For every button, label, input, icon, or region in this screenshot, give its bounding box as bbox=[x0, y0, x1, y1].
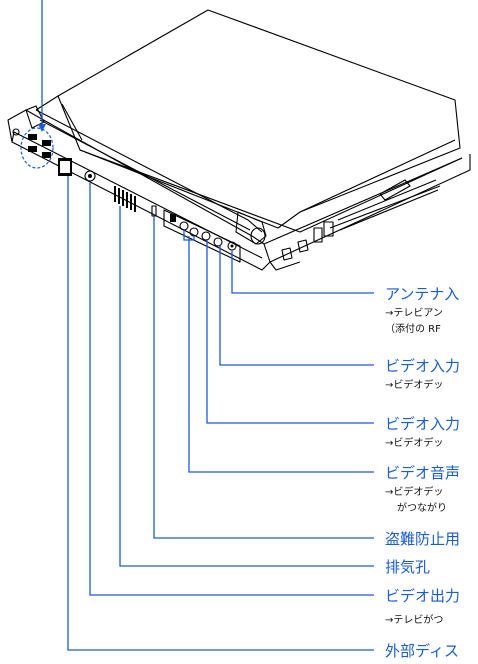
usb-port-4 bbox=[42, 152, 51, 158]
vent-grille bbox=[114, 186, 136, 212]
callout-video-in-1: ビデオ入力 →ビデオデッ bbox=[385, 357, 460, 391]
laptop-lid-top bbox=[57, 9, 461, 229]
usb-port-3 bbox=[42, 140, 51, 146]
callout-detail: がつながり bbox=[397, 501, 447, 514]
callout-video-out: ビデオ出力 →テレビがつ bbox=[385, 587, 460, 626]
leader-line-video-in-2 bbox=[206, 240, 374, 424]
callout-video-in-2: ビデオ入力 →ビデオデッ bbox=[385, 415, 460, 449]
leader-line-video-out bbox=[89, 182, 374, 596]
callout-detail: （添付の RF bbox=[385, 322, 441, 335]
callout-detail: →テレビがつ bbox=[385, 613, 443, 626]
callout-heading: ビデオ入力 bbox=[385, 357, 460, 375]
callout-security: 盗難防止用 bbox=[385, 530, 460, 548]
usb-highlight-circle bbox=[20, 127, 54, 169]
leader-line-video-in-1 bbox=[219, 246, 374, 366]
video-in-port-1 bbox=[213, 237, 223, 247]
leader-line-ext-display bbox=[67, 176, 374, 651]
rear-ports bbox=[12, 127, 241, 263]
video-audio-port-l bbox=[179, 221, 189, 231]
callout-detail: →ビデオデッ bbox=[385, 485, 443, 498]
callout-heading: 外部ディス bbox=[385, 642, 459, 660]
laptop-illustration bbox=[7, 9, 471, 271]
callout-detail: →ビデオデッ bbox=[385, 436, 443, 449]
usb-port-2 bbox=[28, 146, 37, 152]
leader-line-antenna bbox=[231, 250, 374, 294]
leader-line-vent bbox=[119, 206, 374, 567]
callout-heading: 盗難防止用 bbox=[385, 530, 460, 548]
callout-heading: 排気孔 bbox=[385, 558, 430, 576]
leader-line-video-audio bbox=[188, 236, 374, 473]
callout-antenna: アンテナ入 →テレビアン （添付の RF bbox=[385, 285, 459, 335]
callout-heading: アンテナ入 bbox=[385, 285, 459, 303]
callout-detail: →テレビアン bbox=[385, 307, 443, 319]
callout-video-audio: ビデオ音声 →ビデオデッ がつながり bbox=[385, 464, 460, 514]
callout-heading: ビデオ出力 bbox=[385, 587, 460, 605]
callout-ext-display: 外部ディス bbox=[385, 642, 459, 660]
callout-detail: →ビデオデッ bbox=[385, 378, 443, 391]
video-in-port-2 bbox=[201, 231, 211, 241]
usb-port-1 bbox=[28, 134, 37, 140]
video-out-port bbox=[84, 170, 96, 182]
callout-vent: 排気孔 bbox=[385, 558, 430, 576]
leader-line-security bbox=[153, 216, 374, 539]
leader-lines bbox=[67, 176, 374, 651]
callout-heading: ビデオ入力 bbox=[385, 415, 460, 433]
callout-heading: ビデオ音声 bbox=[385, 464, 460, 482]
